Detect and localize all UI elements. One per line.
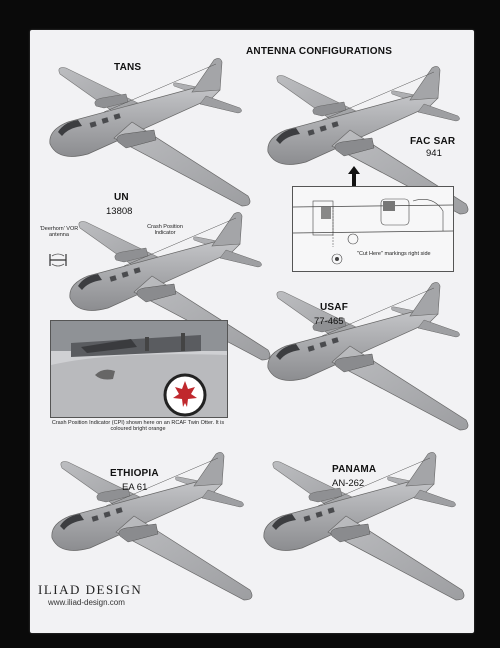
cpi-callout: Crash Position Indicator xyxy=(147,224,183,236)
cut-here-drawing xyxy=(293,198,453,265)
cut-here-detail: "Cut Here" markings right side xyxy=(292,186,454,272)
photo-caption: Crash Position Indicator (CPI) shown her… xyxy=(51,420,225,432)
aircraft-name: ETHIOPIA xyxy=(110,468,159,479)
aircraft-serial: 941 xyxy=(426,148,442,159)
vor-callout: 'Deerhorn' VOR antenna xyxy=(39,226,79,238)
cut-here-label: "Cut Here" markings right side xyxy=(357,251,431,257)
instruction-sheet: ANTENNA CONFIGURATIONS TANS FAC SAR 941 … xyxy=(30,30,474,633)
aircraft-name: FAC SAR xyxy=(410,136,456,147)
aircraft-name: PANAMA xyxy=(332,464,377,475)
aircraft-usaf xyxy=(267,281,469,431)
page-title: ANTENNA CONFIGURATIONS xyxy=(246,46,393,57)
aircraft-name: USAF xyxy=(320,302,349,313)
cpi-photo xyxy=(50,320,228,418)
maple-leaf-icon xyxy=(173,381,197,407)
deerhorn-antenna-icon xyxy=(49,253,67,267)
brand-logo: ILIAD DESIGN xyxy=(38,582,143,597)
brand-url: www.iliad-design.com xyxy=(48,598,125,607)
aircraft-serial: AN-262 xyxy=(332,478,365,489)
aircraft-serial: 13808 xyxy=(106,206,133,217)
aircraft-name: TANS xyxy=(114,62,142,73)
cpi-photo-image xyxy=(51,321,227,417)
aircraft-serial: 77-465 xyxy=(314,316,344,327)
up-arrow-icon xyxy=(348,166,360,186)
aircraft-tans xyxy=(49,57,251,207)
aircraft-name: UN xyxy=(114,192,129,203)
aircraft-serial: EA 61 xyxy=(122,482,148,493)
